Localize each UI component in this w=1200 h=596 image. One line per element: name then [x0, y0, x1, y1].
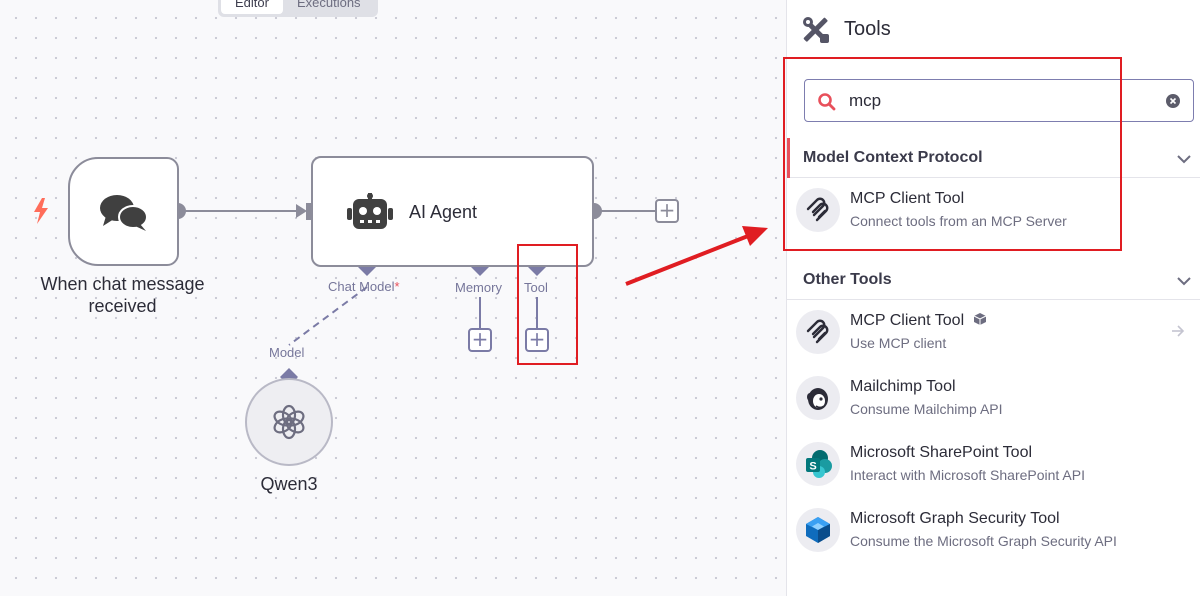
item-description: Use MCP client [850, 335, 947, 351]
item-title: MCP Client Tool [850, 190, 965, 207]
robot-icon [347, 193, 393, 236]
section-title: Other Tools [803, 271, 892, 288]
cube-icon [973, 312, 987, 331]
lightning-icon [33, 198, 49, 229]
connection-chat-model[interactable] [288, 286, 368, 346]
sharepoint-icon: S [796, 442, 840, 486]
item-title: MCP Client Tool [850, 312, 987, 331]
tab-editor[interactable]: Editor [221, 0, 283, 14]
connection-arrowhead [296, 204, 307, 218]
item-title: Mailchimp Tool [850, 378, 956, 395]
tool-port-label: Tool [524, 280, 548, 295]
add-next-node-button[interactable]: + [655, 199, 679, 223]
mcp-icon [796, 188, 840, 232]
list-item-microsoft-sharepoint-tool[interactable]: S Microsoft SharePoint Tool Interact wit… [787, 432, 1200, 496]
node-search-field[interactable] [804, 79, 1194, 122]
list-item-mcp-client-tool-community[interactable]: MCP Client Tool Use MCP client [787, 300, 1200, 364]
clear-search-icon[interactable] [1166, 94, 1180, 113]
model-node-label: Qwen3 [260, 474, 318, 494]
memory-port-label: Memory [455, 280, 502, 295]
annotation-arrowhead [742, 226, 768, 246]
section-other-tools[interactable]: Other Tools [787, 260, 1200, 300]
list-item-mailchimp-tool[interactable]: Mailchimp Tool Consume Mailchimp API [787, 366, 1200, 430]
ai-agent-node[interactable]: AI Agent [311, 156, 594, 267]
section-title: Model Context Protocol [803, 149, 983, 166]
workflow-canvas[interactable]: Editor Executions [0, 0, 786, 596]
highlight-tool-port [517, 244, 578, 365]
svg-text:S: S [809, 461, 816, 473]
tools-wrench-screwdriver-icon [803, 17, 829, 48]
tools-panel: Tools Model Context Protocol MCP Client … [783, 0, 1200, 596]
item-description: Interact with Microsoft SharePoint API [850, 467, 1085, 483]
list-item-microsoft-graph-security-tool[interactable]: Microsoft Graph Security Tool Consume th… [787, 498, 1200, 562]
section-model-context-protocol[interactable]: Model Context Protocol [787, 138, 1200, 178]
view-tabs: Editor Executions [218, 0, 378, 17]
add-tool-button[interactable]: + [525, 328, 549, 352]
item-title: Microsoft SharePoint Tool [850, 444, 1033, 461]
add-memory-button[interactable]: + [468, 328, 492, 352]
panel-header: Tools [787, 0, 1200, 60]
search-icon [817, 92, 837, 117]
chevron-down-icon [1177, 151, 1191, 169]
item-title-text: MCP Client Tool [850, 312, 965, 329]
mailchimp-icon [796, 376, 840, 420]
chat-trigger-node[interactable] [68, 157, 179, 266]
mcp-icon [796, 310, 840, 354]
item-description: Consume Mailchimp API [850, 401, 1003, 417]
chevron-down-icon [1177, 273, 1191, 291]
list-item-mcp-client-tool[interactable]: MCP Client Tool Connect tools from an MC… [787, 178, 1200, 242]
annotation-arrow-line [625, 234, 749, 286]
required-mark: * [394, 279, 400, 294]
chat-model-port-label: Chat Model* [328, 279, 400, 294]
tab-executions[interactable]: Executions [296, 0, 361, 10]
panel-title: Tools [844, 18, 891, 40]
chat-bubbles-icon [100, 194, 148, 237]
openai-icon [271, 404, 307, 445]
search-input[interactable] [849, 89, 1149, 113]
item-description: Consume the Microsoft Graph Security API [850, 533, 1117, 549]
model-port-label: Model [269, 345, 305, 360]
item-title: Microsoft Graph Security Tool [850, 510, 1060, 527]
arrow-right-icon [1171, 324, 1185, 342]
chat-model-text: Chat Model [328, 279, 395, 294]
agent-node-title: AI Agent [409, 202, 478, 222]
trigger-node-label: When chat message received [40, 274, 205, 316]
highlight-mcp-search-result [783, 57, 1122, 251]
qwen3-model-node[interactable] [245, 378, 333, 466]
item-description: Connect tools from an MCP Server [850, 213, 1067, 229]
graph-security-icon [796, 508, 840, 552]
section-active-accent [787, 138, 790, 178]
